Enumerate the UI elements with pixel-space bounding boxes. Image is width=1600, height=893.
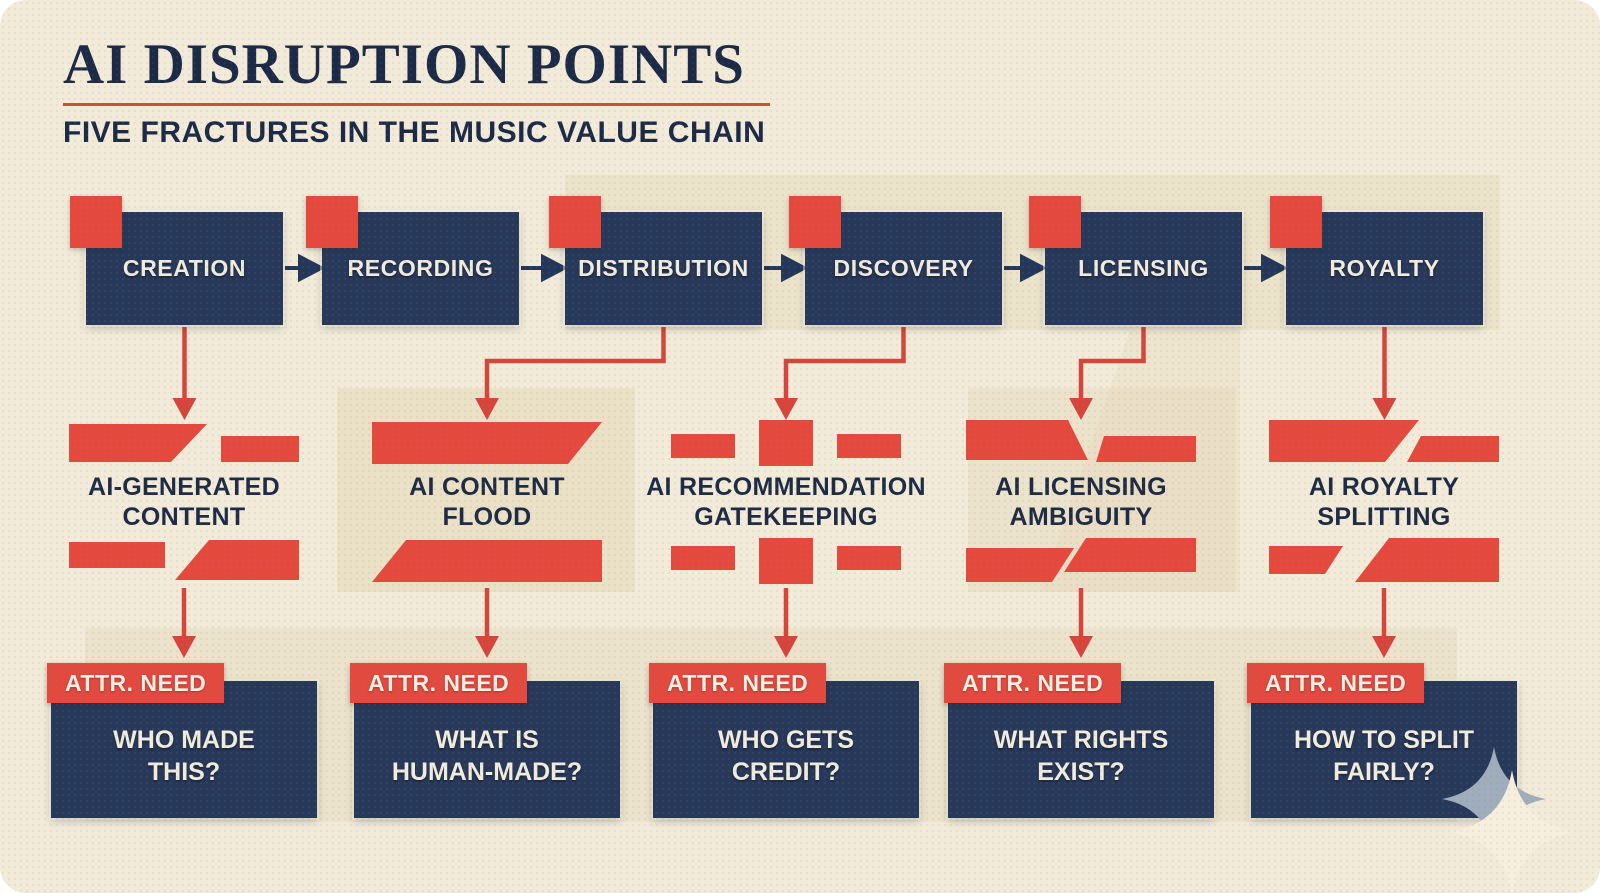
attr-question: WHO MADE THIS? — [113, 726, 255, 786]
stage-distribution: DISTRIBUTION — [549, 196, 762, 325]
fracture-label: AI RECOMMENDATION GATEKEEPING — [646, 473, 926, 531]
stage-label: RECORDING — [347, 255, 494, 281]
stage-discovery: DISCOVERY — [789, 196, 1002, 325]
stage-label: DISCOVERY — [833, 255, 974, 281]
broken-slash-bars-icon — [69, 424, 299, 462]
fracture-label: AI CONTENT FLOOD — [409, 473, 565, 531]
page-title: AI DISRUPTION POINTS — [63, 33, 745, 96]
fracture-ai-royalty-splitting: AI ROYALTY SPLITTING — [1224, 420, 1544, 584]
corner-accent-icon — [1270, 196, 1322, 248]
stage-creation: CREATION — [70, 196, 283, 325]
split-bars-icon — [1269, 538, 1499, 582]
attribution-arrow-icon — [181, 588, 1387, 636]
fracture-ai-content-flood: AI CONTENT FLOOD — [327, 420, 647, 584]
fracture-label: AI-GENERATED CONTENT — [87, 473, 281, 531]
attr-question: WHO GETS CREDIT? — [717, 726, 855, 786]
attribution-box-who-gets-credit: ATTR. NEED WHO GETS CREDIT? — [649, 663, 919, 818]
corner-accent-icon — [70, 196, 122, 248]
dashed-gate-blocks-icon — [671, 538, 901, 584]
attribution-box-what-is-human-made: ATTR. NEED WHAT IS HUMAN-MADE? — [350, 663, 620, 818]
sheared-bars-icon — [966, 420, 1196, 462]
title-underline — [63, 103, 770, 106]
dashed-gate-blocks-icon — [671, 420, 901, 466]
attr-need-tag: ATTR. NEED — [350, 663, 528, 703]
fracture-label: AI LICENSING AMBIGUITY — [995, 473, 1167, 531]
broken-slash-bars-icon — [69, 540, 299, 580]
fracture-label: AI ROYALTY SPLITTING — [1308, 473, 1460, 531]
attr-need-tag: ATTR. NEED — [649, 663, 827, 703]
attr-need-tag: ATTR. NEED — [944, 663, 1122, 703]
stage-recording: RECORDING — [306, 196, 519, 325]
stage-label: DISTRIBUTION — [578, 255, 749, 281]
corner-accent-icon — [306, 196, 358, 248]
stage-royalty: ROYALTY — [1270, 196, 1483, 325]
attr-question: WHAT RIGHTS EXIST? — [993, 726, 1169, 786]
stage-label: ROYALTY — [1329, 255, 1440, 281]
attr-need-tag: ATTR. NEED — [1247, 663, 1425, 703]
split-bars-icon — [1269, 420, 1499, 462]
attr-question: WHAT IS HUMAN-MADE? — [391, 726, 583, 786]
attribution-arrowhead-icon — [172, 636, 1396, 658]
fracture-ai-generated-content: AI-GENERATED CONTENT — [24, 420, 344, 584]
stage-label: LICENSING — [1078, 255, 1209, 281]
attribution-box-who-made-this: ATTR. NEED WHO MADE THIS? — [47, 663, 317, 818]
flood-bars-icon — [372, 422, 602, 464]
chain-arrow-icon — [285, 253, 1289, 283]
fracture-ai-recommendation-gatekeeping: AI RECOMMENDATION GATEKEEPING — [626, 420, 946, 584]
page-subtitle: FIVE FRACTURES IN THE MUSIC VALUE CHAIN — [63, 116, 766, 149]
corner-accent-icon — [549, 196, 601, 248]
sheared-bars-icon — [966, 538, 1196, 582]
stage-licensing: LICENSING — [1029, 196, 1242, 325]
flood-bars-icon — [372, 540, 602, 582]
attr-need-tag: ATTR. NEED — [47, 663, 225, 703]
attribution-box-what-rights-exist: ATTR. NEED WHAT RIGHTS EXIST? — [944, 663, 1214, 818]
corner-accent-icon — [789, 196, 841, 248]
disruption-arrow-icon — [182, 327, 1387, 398]
fracture-ai-licensing-ambiguity: AI LICENSING AMBIGUITY — [921, 420, 1241, 584]
stage-label: CREATION — [122, 255, 247, 281]
attr-question: HOW TO SPLIT FAIRLY? — [1293, 726, 1475, 786]
corner-accent-icon — [1029, 196, 1081, 248]
disruption-arrowhead-icon — [172, 398, 1397, 420]
